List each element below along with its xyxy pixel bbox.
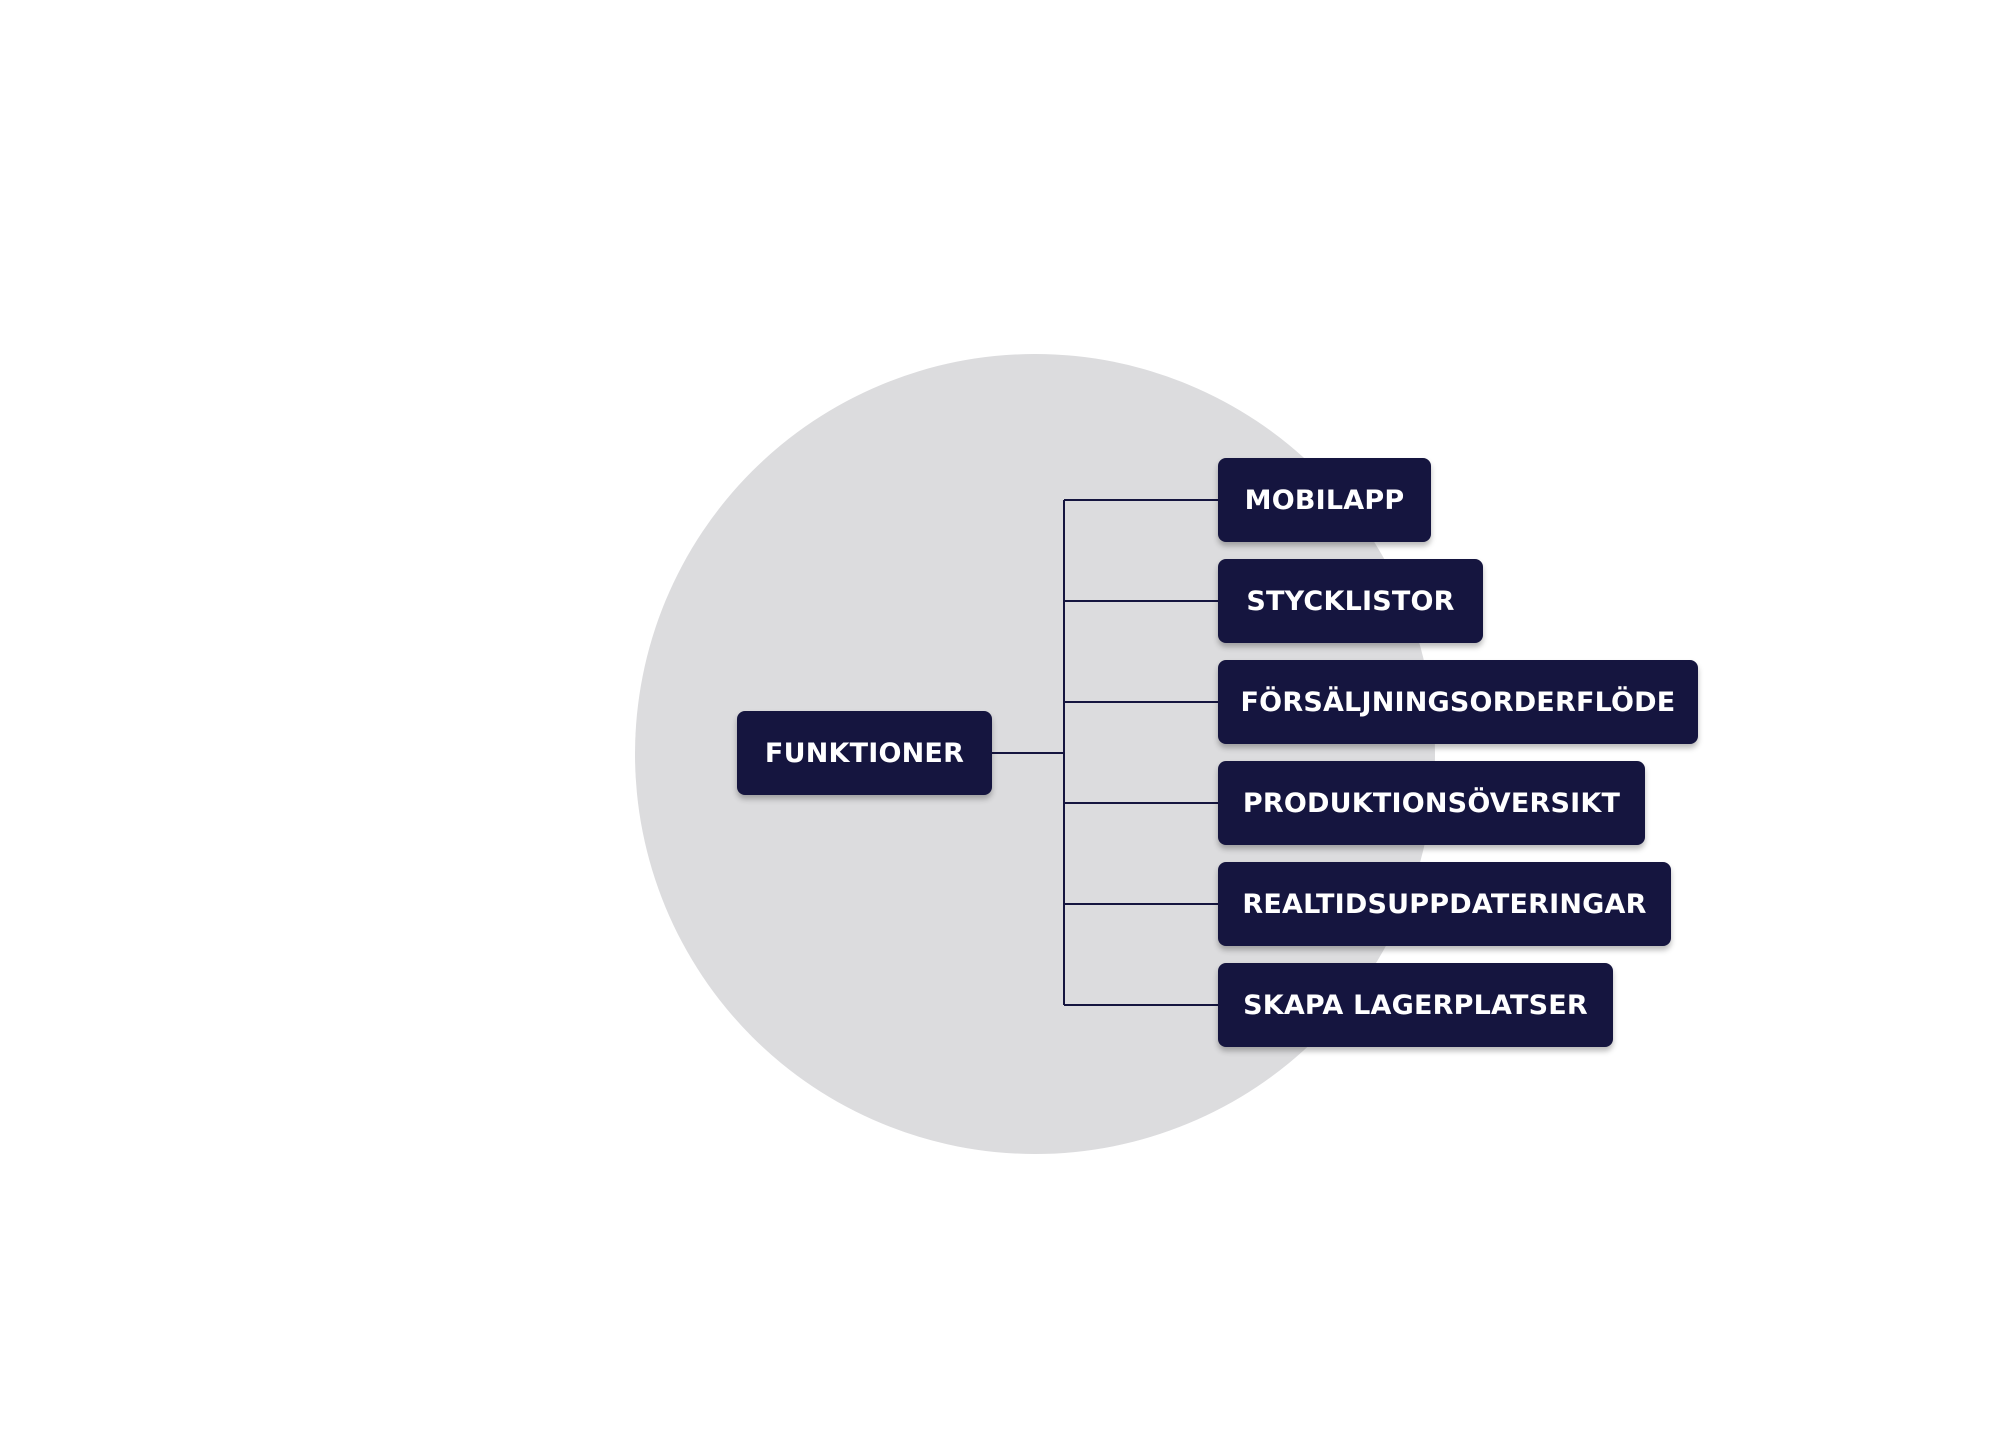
child-node-stycklistor: STYCKLISTOR xyxy=(1218,559,1483,643)
child-node-label: PRODUKTIONSÖVERSIKT xyxy=(1242,787,1621,819)
child-node-label: FÖRSÄLJNINGSORDERFLÖDE xyxy=(1240,686,1676,718)
root-node-funktioner: FUNKTIONER xyxy=(737,711,992,795)
root-node-label: FUNKTIONER xyxy=(764,737,965,769)
child-node-label: REALTIDSUPPDATERINGAR xyxy=(1242,888,1647,920)
child-node-realtidsuppdateringar: REALTIDSUPPDATERINGAR xyxy=(1218,862,1671,946)
child-node-forsaljningsorderflode: FÖRSÄLJNINGSORDERFLÖDE xyxy=(1218,660,1698,744)
child-node-label: SKAPA LAGERPLATSER xyxy=(1243,989,1588,1021)
child-node-produktionsoversikt: PRODUKTIONSÖVERSIKT xyxy=(1218,761,1645,845)
child-node-mobilapp: MOBILAPP xyxy=(1218,458,1431,542)
child-node-label: MOBILAPP xyxy=(1244,484,1405,516)
child-node-skapa-lagerplatser: SKAPA LAGERPLATSER xyxy=(1218,963,1613,1047)
child-node-label: STYCKLISTOR xyxy=(1246,585,1455,617)
